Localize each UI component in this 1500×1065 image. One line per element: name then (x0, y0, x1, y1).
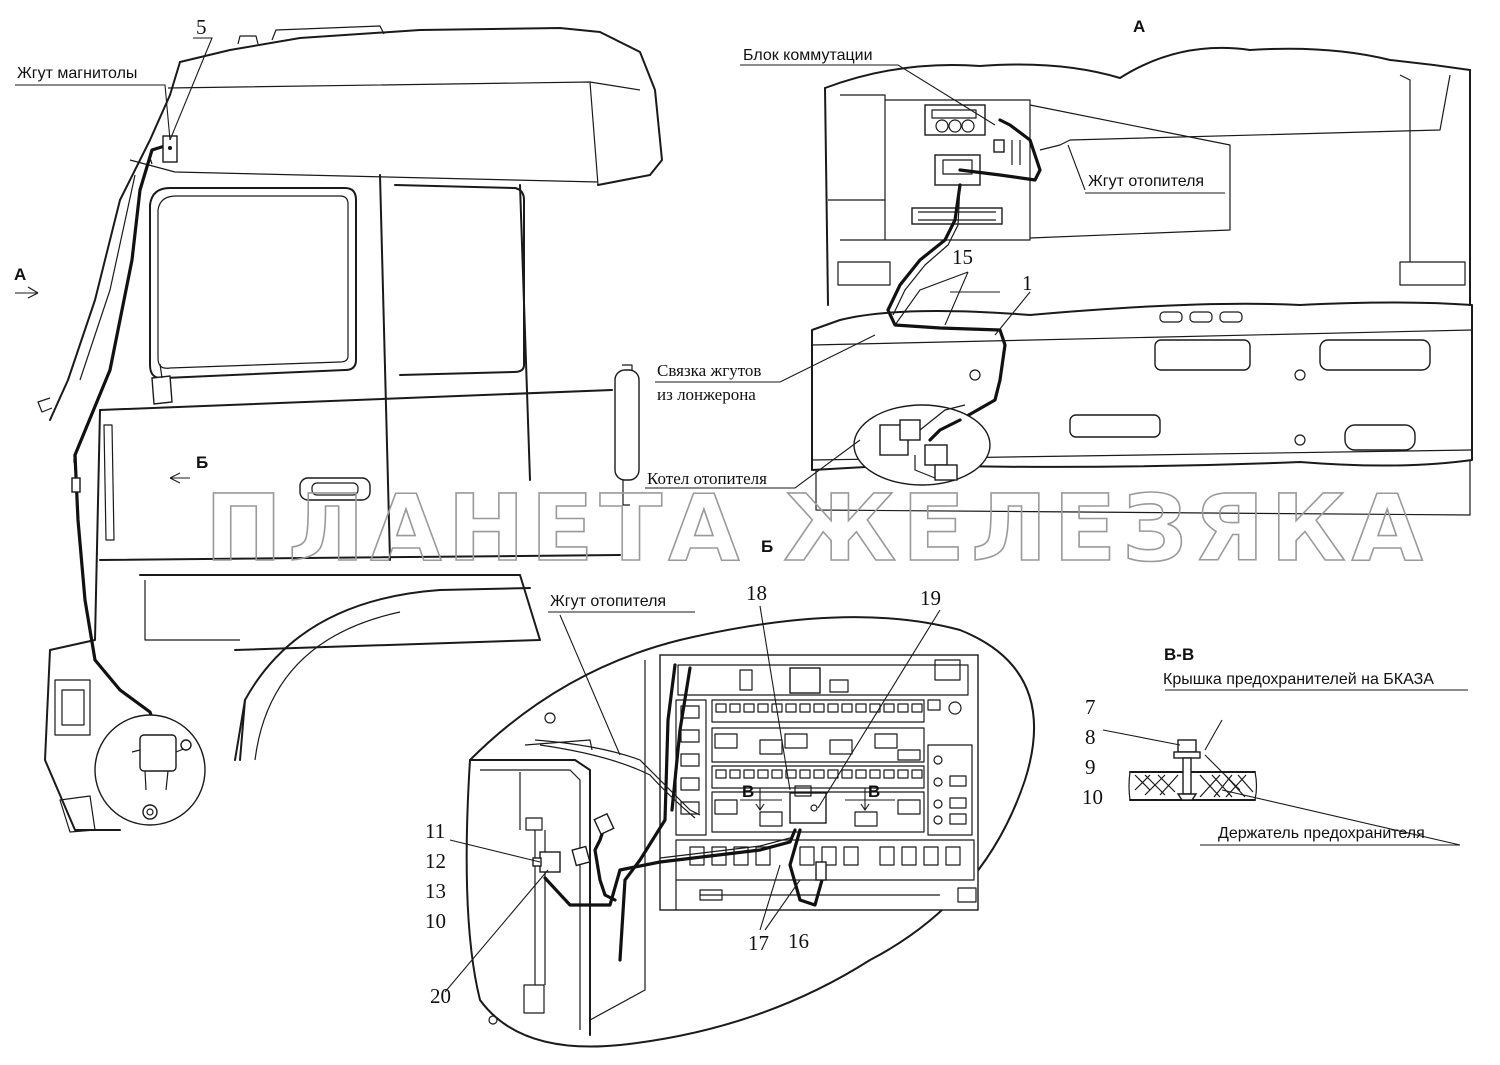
leader-lines (15, 37, 1468, 993)
label-switch-unit: Блок коммутации (743, 47, 873, 64)
callout-20: 20 (430, 984, 451, 1008)
fuse-row-middle (715, 769, 923, 779)
callout-12: 12 (425, 849, 446, 873)
callout-5: 5 (196, 15, 207, 39)
fuse-holder-part (789, 792, 827, 824)
callout-18: 18 (746, 581, 767, 605)
label-heater-boiler: Котел отопителя (647, 469, 767, 488)
callout-10-right: 10 (1082, 785, 1103, 809)
callout-15: 15 (952, 245, 973, 269)
label-heater-harness-detail: Жгут отопителя (550, 593, 666, 610)
view-a-cab-rear (811, 47, 1473, 516)
section-mark-right: В (868, 782, 880, 801)
detail-b-fuse-box (465, 616, 1036, 1048)
callout-19: 19 (920, 586, 941, 610)
label-harness-bundle-1: Связка жгутов (657, 361, 761, 380)
section-mark-left: В (742, 782, 754, 801)
view-a-arrow-label: А (14, 265, 26, 284)
cab-side-view (37, 25, 663, 833)
watermark-text: ПЛАНЕТА ЖЕЛЕЗЯКА (205, 475, 1429, 582)
label-heater-harness-top: Жгут отопителя (1088, 173, 1204, 190)
callout-1: 1 (1022, 271, 1033, 295)
callout-16: 16 (788, 929, 809, 953)
callout-7: 7 (1085, 695, 1096, 719)
view-a-title: А (1133, 17, 1145, 36)
callout-11: 11 (425, 819, 445, 843)
callout-13: 13 (425, 879, 446, 903)
fuse-row-top (715, 703, 923, 713)
text-labels: Жгут магнитолы Блок коммутации Жгут отоп… (14, 15, 1434, 1008)
callout-17: 17 (748, 931, 769, 955)
label-fuse-cover: Крышка предохранителей на БКАЗА (1163, 671, 1434, 688)
callout-8: 8 (1085, 725, 1096, 749)
section-title: В-В (1164, 645, 1194, 664)
label-harness-bundle-2: из лонжерона (657, 385, 756, 404)
label-radio-harness: Жгут магнитолы (17, 65, 137, 82)
view-b-detail-label: Б (761, 537, 773, 556)
section-vv (1128, 739, 1258, 801)
view-b-arrow-label: Б (196, 453, 208, 472)
callout-10-left: 10 (425, 909, 446, 933)
callout-9: 9 (1085, 755, 1096, 779)
label-fuse-holder: Держатель предохранителя (1218, 825, 1425, 842)
